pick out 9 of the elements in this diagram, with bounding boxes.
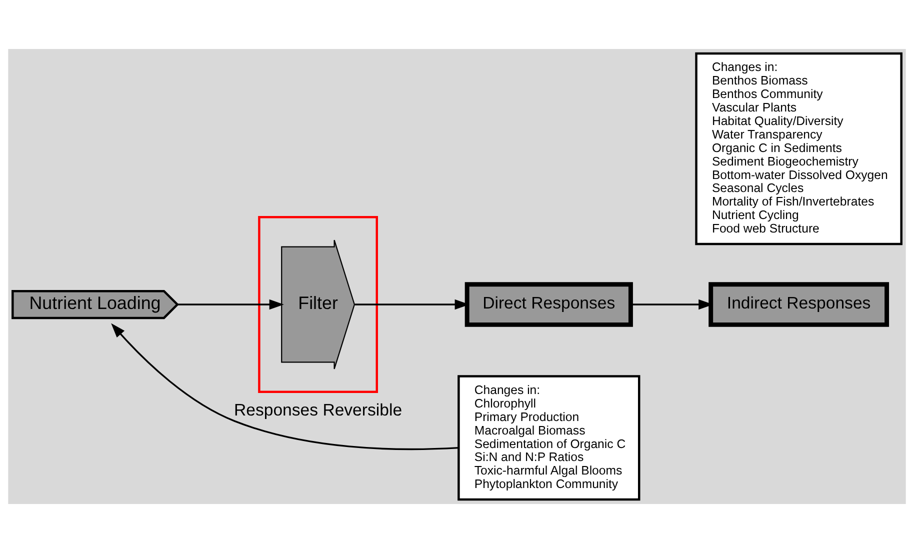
node-box: Indirect Responses <box>708 282 890 326</box>
arrow <box>177 298 284 310</box>
cluster <box>258 215 378 393</box>
node-box: Changes in: Benthos Biomass Benthos Community Vascular Plants Habitat Quality/Diversity Water Transparency Organic C in Sediments Sediment Biogeochemistry Bottom-water Dissolved Oxygen Seasonal Cycles Mortality of Fish/Invertebrates Nutrient Cycling Food web Structure <box>695 52 902 245</box>
node-box: Changes in: Chlorophyll Primary Production Macroalgal Biomass Sedimentation of Organic C Si:N and N:P Ratios Toxic-harmful Algal Blooms Phytoplankton Community <box>458 374 640 500</box>
node-box: Direct Responses <box>464 282 633 326</box>
edge-label: Responses Reversible <box>234 400 402 419</box>
arrow <box>111 322 459 450</box>
arrow <box>354 298 470 310</box>
